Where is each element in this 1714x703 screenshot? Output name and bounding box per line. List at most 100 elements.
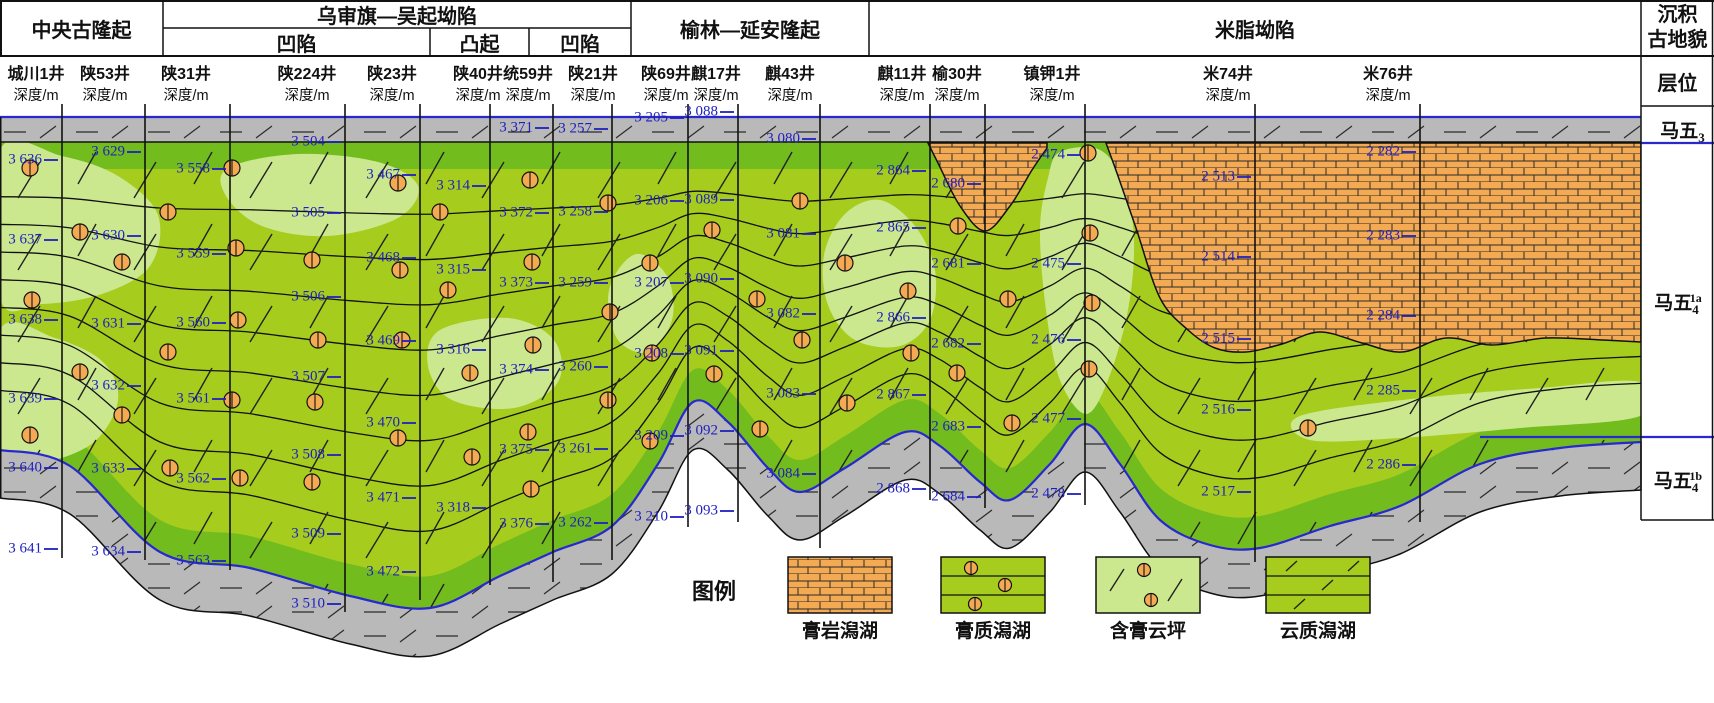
depth-label: 3 560	[176, 314, 210, 331]
depth-label: 3 633	[91, 460, 125, 477]
well-name: 镇钾1井	[1023, 66, 1081, 83]
depth-label: 3 559	[176, 245, 210, 262]
depth-label: 3 631	[91, 315, 125, 332]
horizon-label-ma5-4-1b: 马五41b	[1653, 469, 1703, 495]
depth-label: 3 505	[291, 204, 325, 221]
well-name: 陕224井	[277, 66, 337, 83]
depth-label: 3 082	[766, 305, 800, 322]
tectonic-subunit-sag-1: 凹陷	[276, 33, 317, 56]
depth-label: 2 681	[931, 255, 965, 272]
depth-label: 3 629	[91, 143, 125, 160]
depth-label: 2 865	[876, 219, 910, 236]
depth-label: 3 640	[8, 459, 42, 476]
depth-label: 3 261	[558, 440, 592, 457]
depth-label: 3 638	[8, 311, 42, 328]
depth-label: 3 374	[499, 361, 533, 378]
depth-label: 2 515	[1201, 330, 1235, 347]
well-name: 陕40井	[453, 66, 503, 83]
sidebar-horizon-header: 层位	[1657, 72, 1698, 95]
depth-label: 2 516	[1201, 401, 1235, 418]
well-depth-unit: 深度/m	[369, 88, 415, 104]
depth-label: 3 562	[176, 470, 210, 487]
legend-swatch-brick-orange	[787, 556, 893, 614]
depth-label: 3 504	[291, 133, 325, 150]
depth-label: 2 864	[876, 162, 910, 179]
depth-label: 2 517	[1201, 483, 1235, 500]
depth-label: 2 284	[1366, 307, 1400, 324]
depth-label: 3 314	[436, 177, 470, 194]
tectonic-subunit-high: 凸起	[459, 33, 500, 56]
depth-label: 3 467	[366, 166, 400, 183]
well-name: 麒17井	[691, 66, 741, 83]
sidebar-header-line1: 沉积	[1657, 4, 1698, 26]
depth-label: 3 636	[8, 151, 42, 168]
depth-label: 3 375	[499, 441, 533, 458]
depth-label: 3 632	[91, 377, 125, 394]
well-depth-unit: 深度/m	[13, 88, 59, 104]
legend-caption-gypsum-dolomite-flat: 含膏云坪	[1109, 621, 1186, 642]
depth-label: 3 372	[499, 204, 533, 221]
depth-label: 3 210	[634, 508, 668, 525]
depth-label: 3 093	[684, 502, 718, 519]
depth-label: 3 506	[291, 288, 325, 305]
well-name: 陕23井	[367, 66, 417, 83]
depth-label: 3 207	[634, 274, 668, 291]
depth-label: 3 318	[436, 499, 470, 516]
depth-label: 3 371	[499, 119, 533, 136]
well-depth-unit: 深度/m	[570, 88, 616, 104]
well-name: 陕69井	[641, 66, 691, 83]
depth-label: 3 558	[176, 160, 210, 177]
depth-label: 3 080	[766, 130, 800, 147]
well-depth-unit: 深度/m	[1205, 88, 1251, 104]
depth-label: 3 091	[684, 342, 718, 359]
depth-label: 2 514	[1201, 248, 1235, 265]
depth-label: 3 206	[634, 192, 668, 209]
tectonic-subunit-sag-2: 凹陷	[560, 33, 600, 56]
depth-label: 2 478	[1031, 485, 1065, 502]
well-name: 麒11井	[877, 66, 927, 83]
depth-label: 2 682	[931, 335, 965, 352]
depth-label: 3 081	[766, 225, 800, 242]
well-name: 榆30井	[932, 66, 982, 83]
well-depth-unit: 深度/m	[163, 88, 209, 104]
depth-label: 3 373	[499, 274, 533, 291]
depth-label: 2 476	[1031, 331, 1065, 348]
well-name: 麒43井	[765, 66, 815, 83]
well-depth-unit: 深度/m	[1365, 88, 1411, 104]
well-depth-unit: 深度/m	[643, 88, 689, 104]
depth-label: 2 683	[931, 418, 965, 435]
depth-label: 2 513	[1201, 168, 1235, 185]
depth-label: 3 639	[8, 390, 42, 407]
tectonic-unit-yulin-yanan: 榆林—延安隆起	[680, 19, 820, 42]
legend-swatches	[787, 556, 1371, 614]
sidebar-paleogeomorphology-header: 沉积 古地貌	[1641, 0, 1714, 56]
depth-label: 2 474	[1031, 146, 1065, 163]
tectonic-unit-wushenqi-wuqi: 乌审旗—吴起坳陷	[317, 5, 477, 28]
horizon-line-ma5-4-1b	[0, 399, 1642, 610]
well-name: 米74井	[1203, 66, 1253, 83]
well-depth-unit: 深度/m	[455, 88, 501, 104]
depth-label: 3 470	[366, 414, 400, 431]
depth-label: 3 090	[684, 270, 718, 287]
well-depth-unit: 深度/m	[693, 88, 739, 104]
depth-label: 2 282	[1366, 143, 1400, 160]
depth-label: 3 089	[684, 191, 718, 208]
depth-label: 2 475	[1031, 255, 1065, 272]
depth-label: 2 283	[1366, 227, 1400, 244]
depth-label: 3 083	[766, 385, 800, 402]
depth-label: 3 257	[558, 120, 592, 137]
legend-swatch-gypsum-lagoon	[940, 556, 1046, 614]
depth-label: 3 315	[436, 261, 470, 278]
well-name: 陕21井	[568, 66, 618, 83]
depth-label: 3 469	[366, 332, 400, 349]
depth-label: 3 471	[366, 489, 400, 506]
depth-label: 3 510	[291, 595, 325, 612]
well-depth-unit: 深度/m	[879, 88, 925, 104]
depth-label: 2 285	[1366, 382, 1400, 399]
depth-label: 3 468	[366, 249, 400, 266]
depth-label: 3 561	[176, 390, 210, 407]
legend-caption-gypsum-rock-lagoon: 膏岩潟湖	[801, 621, 878, 642]
horizon-label-ma5-4-1a: 马五41a	[1654, 291, 1702, 317]
